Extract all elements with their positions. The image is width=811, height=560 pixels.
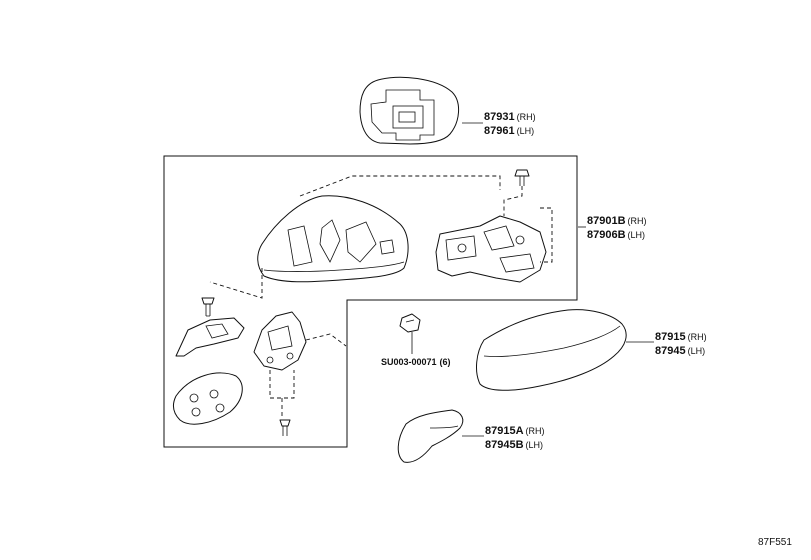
bracket-plate-part[interactable] bbox=[175, 317, 245, 357]
mirror-glass-part[interactable] bbox=[359, 76, 459, 145]
cover-lh-part-number: 87945(LH) bbox=[655, 345, 705, 357]
actuator-dash bbox=[269, 333, 347, 418]
assembly-lh-part-number: 87906B(LH) bbox=[587, 229, 645, 241]
mirror-motor-bracket-part[interactable] bbox=[435, 215, 547, 283]
mirror-housing-part[interactable] bbox=[257, 195, 409, 283]
lower-cover-rh-part-number: 87915A(RH) bbox=[485, 425, 545, 437]
diagram-reference-code: 87F551 bbox=[758, 537, 792, 548]
mirror-cover-part[interactable] bbox=[476, 309, 627, 391]
assembly-rh-part-number: 87901B(RH) bbox=[587, 215, 647, 227]
screw-part-code: SU003-00071(6) bbox=[381, 357, 451, 367]
loose-screw-part[interactable] bbox=[399, 313, 421, 333]
lower-cover-part[interactable] bbox=[397, 409, 464, 463]
bracket-dash-right bbox=[503, 186, 553, 263]
bottom-screw-part[interactable] bbox=[279, 419, 291, 436]
glass-lh-part-number: 87961(LH) bbox=[484, 125, 534, 137]
left-screw-part[interactable] bbox=[201, 297, 215, 317]
lower-cover-lh-part-number: 87945B(LH) bbox=[485, 439, 543, 451]
cover-plate-part[interactable] bbox=[172, 372, 243, 425]
mirror-actuator-part[interactable] bbox=[253, 311, 307, 371]
assembly-frame bbox=[163, 155, 578, 448]
housing-dash-left bbox=[209, 268, 263, 299]
bracket-screw-part[interactable] bbox=[514, 169, 530, 186]
housing-dash-top bbox=[299, 175, 501, 197]
cover-rh-part-number: 87915(RH) bbox=[655, 331, 707, 343]
glass-rh-part-number: 87931(RH) bbox=[484, 111, 536, 123]
